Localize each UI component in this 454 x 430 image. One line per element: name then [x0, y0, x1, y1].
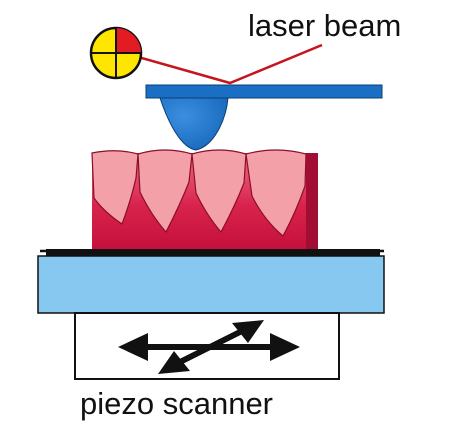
xyz-move-arrows-icon [118, 320, 300, 374]
sample-surface-grains [91, 149, 307, 237]
laser-beam-label: laser beam [248, 8, 401, 43]
photodetector-quadrant-icon [89, 26, 143, 80]
sample [91, 149, 318, 249]
laser-beam-path [123, 43, 323, 85]
piezo-scanner-label: piezo scanner [80, 386, 273, 421]
cantilever [145, 84, 383, 99]
afm-tip [159, 97, 229, 151]
sample-stage [37, 255, 385, 314]
